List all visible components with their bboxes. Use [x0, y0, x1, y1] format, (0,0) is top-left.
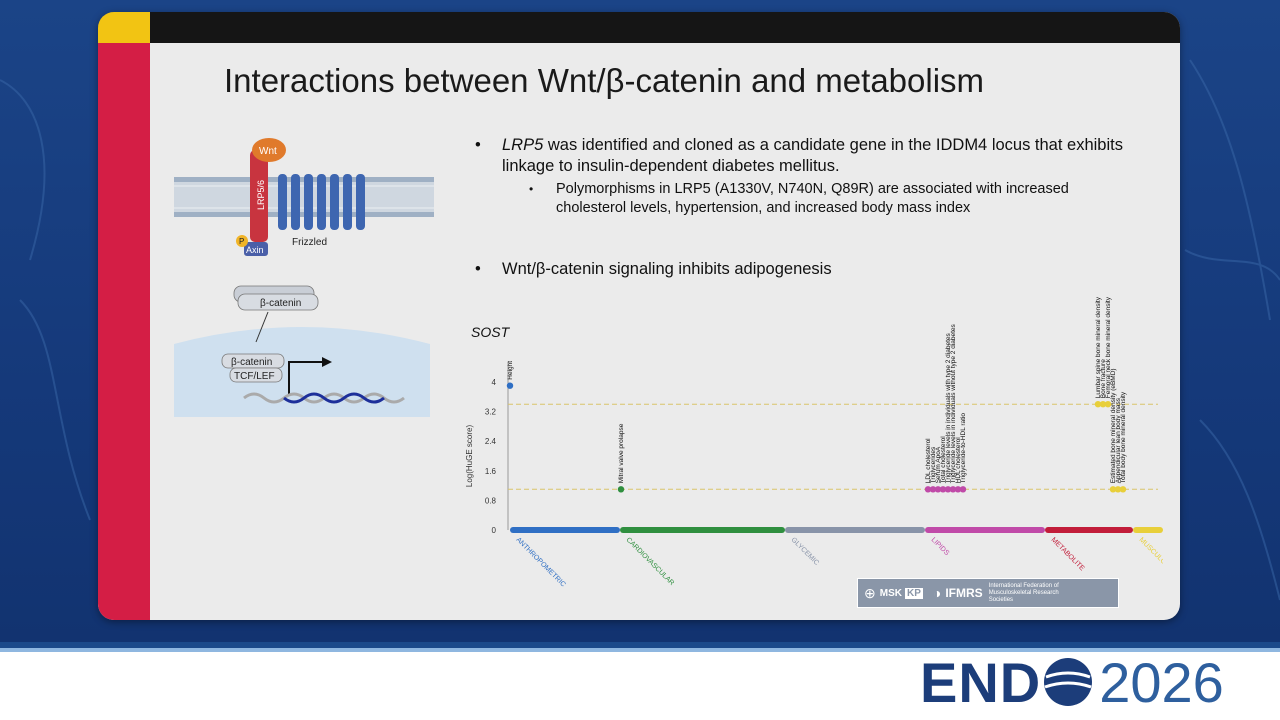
- bullet-adipogenesis: • Wnt/β-catenin signaling inhibits adipo…: [475, 259, 1142, 280]
- endo-year-text: 2026: [1099, 650, 1224, 714]
- tcf-lef-label: TCF/LEF: [234, 371, 275, 382]
- category-band-lipids: [925, 527, 1045, 533]
- category-band-musculoskeletal: [1133, 527, 1163, 533]
- slide-title: Interactions between Wnt/β-catenin and m…: [224, 62, 985, 99]
- globe-icon: [1044, 658, 1093, 706]
- beta-catenin-nuc-label: β-catenin: [231, 357, 272, 368]
- data-point-label: Triglyceride levels in individuals with …: [945, 332, 952, 483]
- data-point: [934, 486, 942, 493]
- bullet-lrp5: • LRP5 was identified and cloned as a ca…: [475, 135, 1142, 177]
- data-point: [1119, 486, 1127, 493]
- bullet-marker: •: [475, 260, 481, 278]
- data-point-label: Total body bone mineral density: [1120, 391, 1127, 483]
- data-point-label: Appendicular lean body mass: [1115, 397, 1122, 483]
- data-point: [617, 486, 625, 493]
- data-point: [949, 486, 957, 493]
- data-point-label: Triglyceride-to-HDL ratio: [960, 413, 967, 484]
- nucleus-diagram: β-catenin β-catenin TCF/LEF: [174, 282, 430, 417]
- frizzled-label: Frizzled: [292, 237, 327, 248]
- slide: Interactions between Wnt/β-catenin and m…: [98, 12, 1180, 620]
- category-band-metabolite: [1045, 527, 1133, 533]
- data-point: [959, 486, 967, 493]
- sub-bullet-text: Polymorphisms in LRP5 (A1330V, N740N, Q8…: [556, 181, 1069, 216]
- axin-box: [244, 242, 268, 256]
- data-point: [1109, 486, 1117, 493]
- bullet-marker: •: [475, 136, 481, 154]
- phospho-circle: [236, 235, 248, 247]
- wnt-label: Wnt: [259, 146, 277, 157]
- footer-stripe: [0, 642, 1280, 648]
- category-band-cardiovascular: [620, 527, 785, 533]
- wnt-ligand: [252, 138, 286, 162]
- category-label: MUSCULOSKELETAL: [1138, 536, 1163, 590]
- data-point-label: Total cholesterol: [940, 436, 947, 484]
- data-point-label: Bone fracture: [1100, 359, 1107, 398]
- data-point: [939, 486, 947, 493]
- y-tick-label: 3.2: [485, 408, 497, 417]
- kp-label: KP: [904, 587, 923, 599]
- phospho-label: P: [239, 237, 244, 246]
- sub-bullet-marker: •: [529, 182, 534, 196]
- msk-logo-icon: ⊕: [864, 584, 876, 601]
- data-point-label: Estimated bone mineral density (eBMD): [1110, 368, 1117, 483]
- y-tick-label: 2.4: [485, 437, 497, 446]
- data-point-label: Serum ApoA: [935, 446, 942, 483]
- data-point: [929, 486, 937, 493]
- data-point-label: Lumbar spine bone mineral density: [1095, 296, 1102, 398]
- lrp-receptor: [250, 150, 268, 242]
- data-point-label: Triglyceride levels in individuals witho…: [950, 323, 957, 483]
- wnt-receptor-diagram: LRP5/6 Wnt Frizzled Axin P: [174, 138, 434, 256]
- data-point: [944, 486, 952, 493]
- neuron-background-pattern: [0, 59, 1280, 601]
- slide-side-bar: [98, 43, 150, 620]
- data-point: [924, 486, 932, 493]
- endo-logo: END 2026: [920, 650, 1224, 714]
- data-point: [1099, 401, 1107, 408]
- category-label: ANTHROPOMETRIC: [515, 536, 567, 588]
- bullet-lrp5-gene: LRP5: [502, 136, 544, 154]
- sub-bullet-polymorphisms: • Polymorphisms in LRP5 (A1330V, N740N, …: [529, 180, 1136, 218]
- data-point: [1114, 486, 1122, 493]
- y-tick-label: 4: [492, 378, 497, 387]
- gene-label: SOST: [471, 324, 510, 340]
- bullet-adipogenesis-text: Wnt/β-catenin signaling inhibits adipoge…: [502, 260, 832, 278]
- beta-catenin-cyto-label: β-catenin: [260, 298, 301, 309]
- category-label: CARDIOVASCULAR: [625, 536, 676, 587]
- ifmrs-label: IFMRS: [945, 586, 983, 600]
- data-point-label: Triglycerides: [930, 446, 937, 483]
- category-label: METABOLITE: [1050, 536, 1086, 572]
- data-point: [506, 382, 514, 389]
- data-point-label: LDL cholesterol: [925, 438, 932, 483]
- lrp-label: LRP5/6: [256, 180, 266, 210]
- slide-top-bar: [98, 12, 1180, 43]
- y-tick-label: 0.8: [485, 496, 497, 505]
- data-point-label: Femoral neck bone mineral density: [1105, 296, 1112, 398]
- footer-stripe-light: [0, 648, 1280, 652]
- category-label: LIPIDS: [930, 536, 951, 557]
- bullet-lrp5-text: was identified and cloned as a candidate…: [502, 136, 1123, 175]
- ifmrs-full-name: International Federation of Musculoskele…: [988, 582, 1059, 603]
- ifmrs-logo-icon: ◑: [932, 585, 942, 601]
- y-tick-label: 1.6: [485, 467, 497, 476]
- data-point: [1094, 401, 1102, 408]
- logo-strip: ⊕ MSK KP ◑ IFMRS International Federatio…: [857, 578, 1119, 608]
- msk-label: MSK: [879, 587, 902, 599]
- category-band-anthropometric: [510, 527, 620, 533]
- endo-brand-text: END: [920, 650, 1042, 714]
- data-point-label: Height: [507, 361, 514, 380]
- axin-label: Axin: [246, 245, 264, 255]
- slide-corner-accent: [98, 12, 150, 43]
- y-axis-label: Log(HuGE score): [465, 425, 474, 488]
- data-point-label: Mitral valve prolapse: [618, 423, 625, 483]
- category-band-glycemic: [785, 527, 925, 533]
- data-point: [1104, 401, 1112, 408]
- data-point: [954, 486, 962, 493]
- y-tick-label: 0: [492, 526, 497, 535]
- data-point-label: HDL cholesterol: [955, 437, 962, 484]
- category-label: GLYCEMIC: [790, 536, 820, 566]
